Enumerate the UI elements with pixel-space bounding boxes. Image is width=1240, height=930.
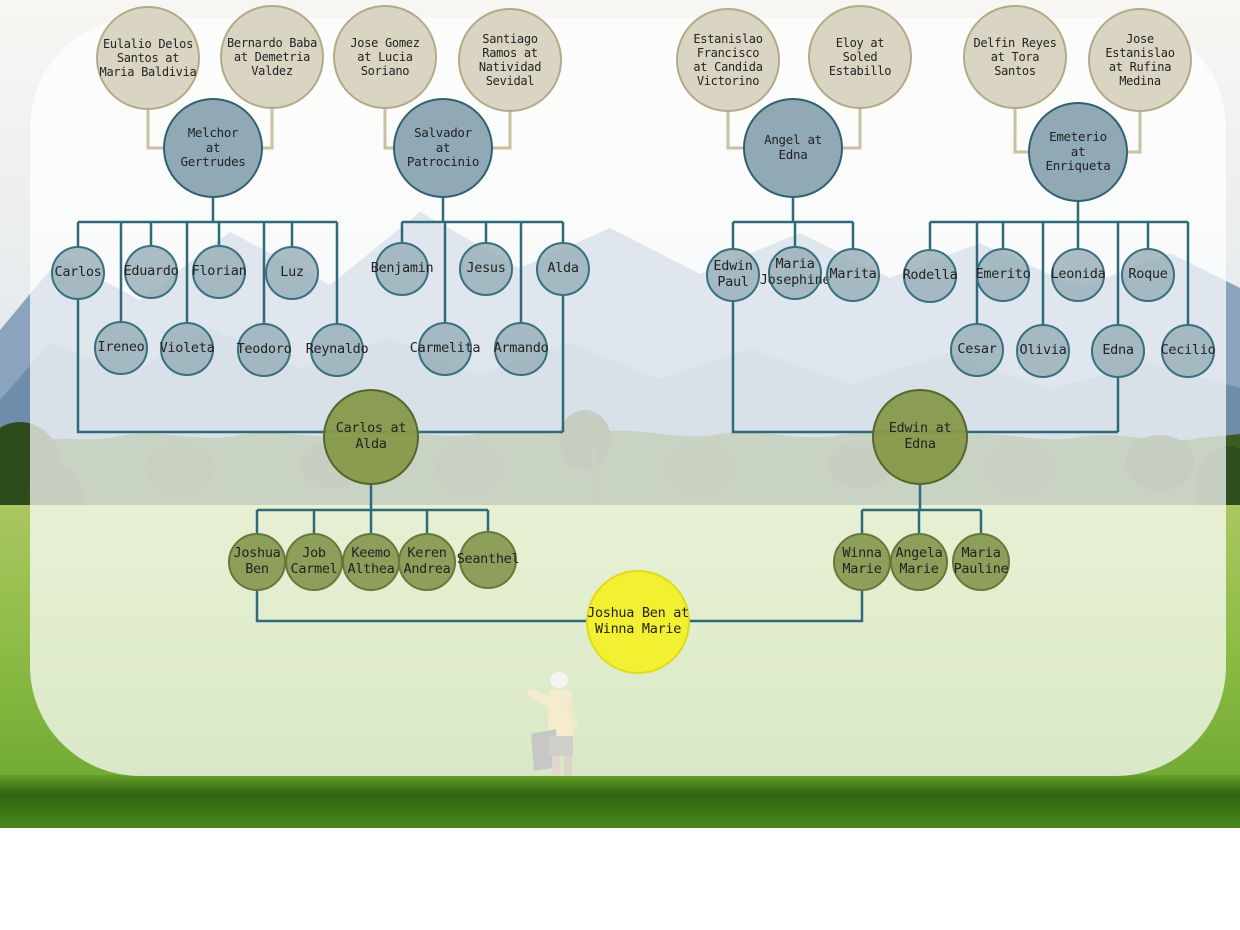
node-winna-marie[interactable]: Winna Marie: [833, 533, 891, 591]
node-eloy-soled[interactable]: Eloy at Soled Estabillo: [808, 5, 912, 109]
node-label: Jesus: [466, 260, 506, 277]
node-santiago-natividad[interactable]: Santiago Ramos at Natividad Sevidal: [458, 8, 562, 112]
node-jose-rufina[interactable]: Jose Estanislao at Rufina Medina: [1088, 8, 1192, 112]
node-label: Maria Josephine: [759, 256, 831, 288]
ancestor-connectors: [146, 105, 1142, 154]
node-bernardo-demetria[interactable]: Bernardo Baba at Demetria Valdez: [220, 5, 324, 109]
node-label: Eloy at Soled Estabillo: [828, 35, 892, 79]
node-label: Rodella: [902, 267, 958, 284]
node-label: Roque: [1128, 266, 1168, 283]
node-label: Maria Pauline: [953, 545, 1009, 577]
node-label: Edna: [1102, 342, 1134, 359]
node-roque[interactable]: Roque: [1121, 248, 1175, 302]
node-label: Cecilio: [1160, 342, 1216, 359]
node-estanislao-candida[interactable]: Estanislao Francisco at Candida Victorin…: [676, 8, 780, 112]
node-label: Angela Marie: [895, 545, 943, 577]
node-joshua-winna-focal[interactable]: Joshua Ben at Winna Marie: [586, 570, 690, 674]
node-label: Edwin at Edna: [888, 420, 952, 452]
node-label: Joshua Ben: [233, 545, 281, 577]
node-cesar[interactable]: Cesar: [950, 323, 1004, 377]
node-melchor-gertrudes[interactable]: Melchor at Gertrudes: [163, 98, 263, 198]
node-florian[interactable]: Florian: [191, 245, 247, 299]
node-teodoro[interactable]: Teodoro: [236, 323, 292, 377]
node-benjamin[interactable]: Benjamin: [371, 242, 434, 296]
node-label: Estanislao Francisco at Candida Victorin…: [693, 31, 763, 89]
node-label: Cesar: [957, 341, 997, 358]
node-keren-andrea[interactable]: Keren Andrea: [398, 533, 456, 591]
node-seanthel[interactable]: Seanthel: [456, 531, 520, 589]
node-angel-edna[interactable]: Angel at Edna: [743, 98, 843, 198]
node-label: Carlos: [54, 264, 102, 281]
node-carlos[interactable]: Carlos: [51, 246, 105, 300]
node-emeterio-enriqueta[interactable]: Emeterio at Enriqueta: [1028, 102, 1128, 202]
node-label: Job Carmel: [290, 545, 338, 577]
node-label: Carlos at Alda: [335, 420, 407, 452]
node-label: Reynaldo: [305, 341, 369, 358]
node-label: Eduardo: [123, 263, 179, 280]
node-label: Emerito: [975, 266, 1031, 283]
node-label: Alda: [547, 260, 579, 277]
node-violeta[interactable]: Violeta: [159, 322, 215, 376]
node-label: Emeterio at Enriqueta: [1045, 128, 1111, 174]
node-maria-pauline[interactable]: Maria Pauline: [952, 533, 1010, 591]
node-label: Seanthel: [456, 551, 520, 568]
node-label: Jose Estanislao at Rufina Medina: [1105, 31, 1175, 89]
node-luz[interactable]: Luz: [265, 246, 319, 300]
node-job-carmel[interactable]: Job Carmel: [285, 533, 343, 591]
node-delfin-tora[interactable]: Delfin Reyes at Tora Santos: [963, 5, 1067, 109]
node-label: Teodoro: [236, 341, 292, 358]
node-label: Angel at Edna: [764, 132, 822, 162]
node-marita[interactable]: Marita: [826, 248, 880, 302]
node-label: Melchor at Gertrudes: [180, 124, 246, 170]
node-label: Jose Gomez at Lucia Soriano: [350, 35, 420, 79]
node-alda[interactable]: Alda: [536, 242, 590, 296]
node-label: Bernardo Baba at Demetria Valdez: [226, 35, 318, 79]
node-label: Joshua Ben at Winna Marie: [587, 605, 689, 637]
node-label: Ireneo: [97, 339, 145, 356]
node-label: Santiago Ramos at Natividad Sevidal: [478, 31, 542, 89]
node-label: Armando: [493, 340, 549, 357]
node-edwin-edna[interactable]: Edwin at Edna: [872, 389, 968, 485]
node-reynaldo[interactable]: Reynaldo: [306, 323, 369, 377]
node-label: Eulalio Delos Santos at Maria Baldivia: [99, 36, 197, 80]
node-label: Winna Marie: [842, 545, 882, 577]
node-carlos-alda[interactable]: Carlos at Alda: [323, 389, 419, 485]
node-carmelita[interactable]: Carmelita: [410, 322, 481, 376]
node-label: Benjamin: [370, 260, 434, 277]
node-label: Marita: [829, 266, 877, 283]
node-maria-josephine[interactable]: Maria Josephine: [760, 246, 831, 300]
node-ireneo[interactable]: Ireneo: [94, 321, 148, 375]
node-label: Delfin Reyes at Tora Santos: [973, 35, 1057, 79]
node-angela-marie[interactable]: Angela Marie: [890, 533, 948, 591]
node-armando[interactable]: Armando: [493, 322, 549, 376]
node-joshua-ben[interactable]: Joshua Ben: [228, 533, 286, 591]
node-eduardo[interactable]: Eduardo: [123, 245, 179, 299]
node-eulalio-maria[interactable]: Eulalio Delos Santos at Maria Baldivia: [96, 6, 200, 110]
node-label: Violeta: [159, 340, 215, 357]
node-label: Florian: [191, 263, 247, 280]
node-label: Carmelita: [409, 340, 481, 357]
node-rodella[interactable]: Rodella: [902, 249, 958, 303]
node-label: Keren Andrea: [403, 545, 451, 577]
node-label: Olivia: [1019, 342, 1067, 359]
node-leonida[interactable]: Leonida: [1050, 248, 1106, 302]
node-emerito[interactable]: Emerito: [975, 248, 1031, 302]
node-keemo-althea[interactable]: Keemo Althea: [342, 533, 400, 591]
node-label: Salvador at Patrocinio: [406, 124, 480, 170]
node-jesus[interactable]: Jesus: [459, 242, 513, 296]
node-edna[interactable]: Edna: [1091, 324, 1145, 378]
node-salvador-patrocinio[interactable]: Salvador at Patrocinio: [393, 98, 493, 198]
node-jose-lucia[interactable]: Jose Gomez at Lucia Soriano: [333, 5, 437, 109]
node-label: Edwin Paul: [713, 258, 753, 290]
node-label: Leonida: [1050, 266, 1106, 283]
node-label: Luz: [280, 264, 304, 281]
node-edwin-paul[interactable]: Edwin Paul: [706, 248, 760, 302]
node-olivia[interactable]: Olivia: [1016, 324, 1070, 378]
node-cecilio[interactable]: Cecilio: [1160, 324, 1216, 378]
node-label: Keemo Althea: [347, 545, 395, 577]
